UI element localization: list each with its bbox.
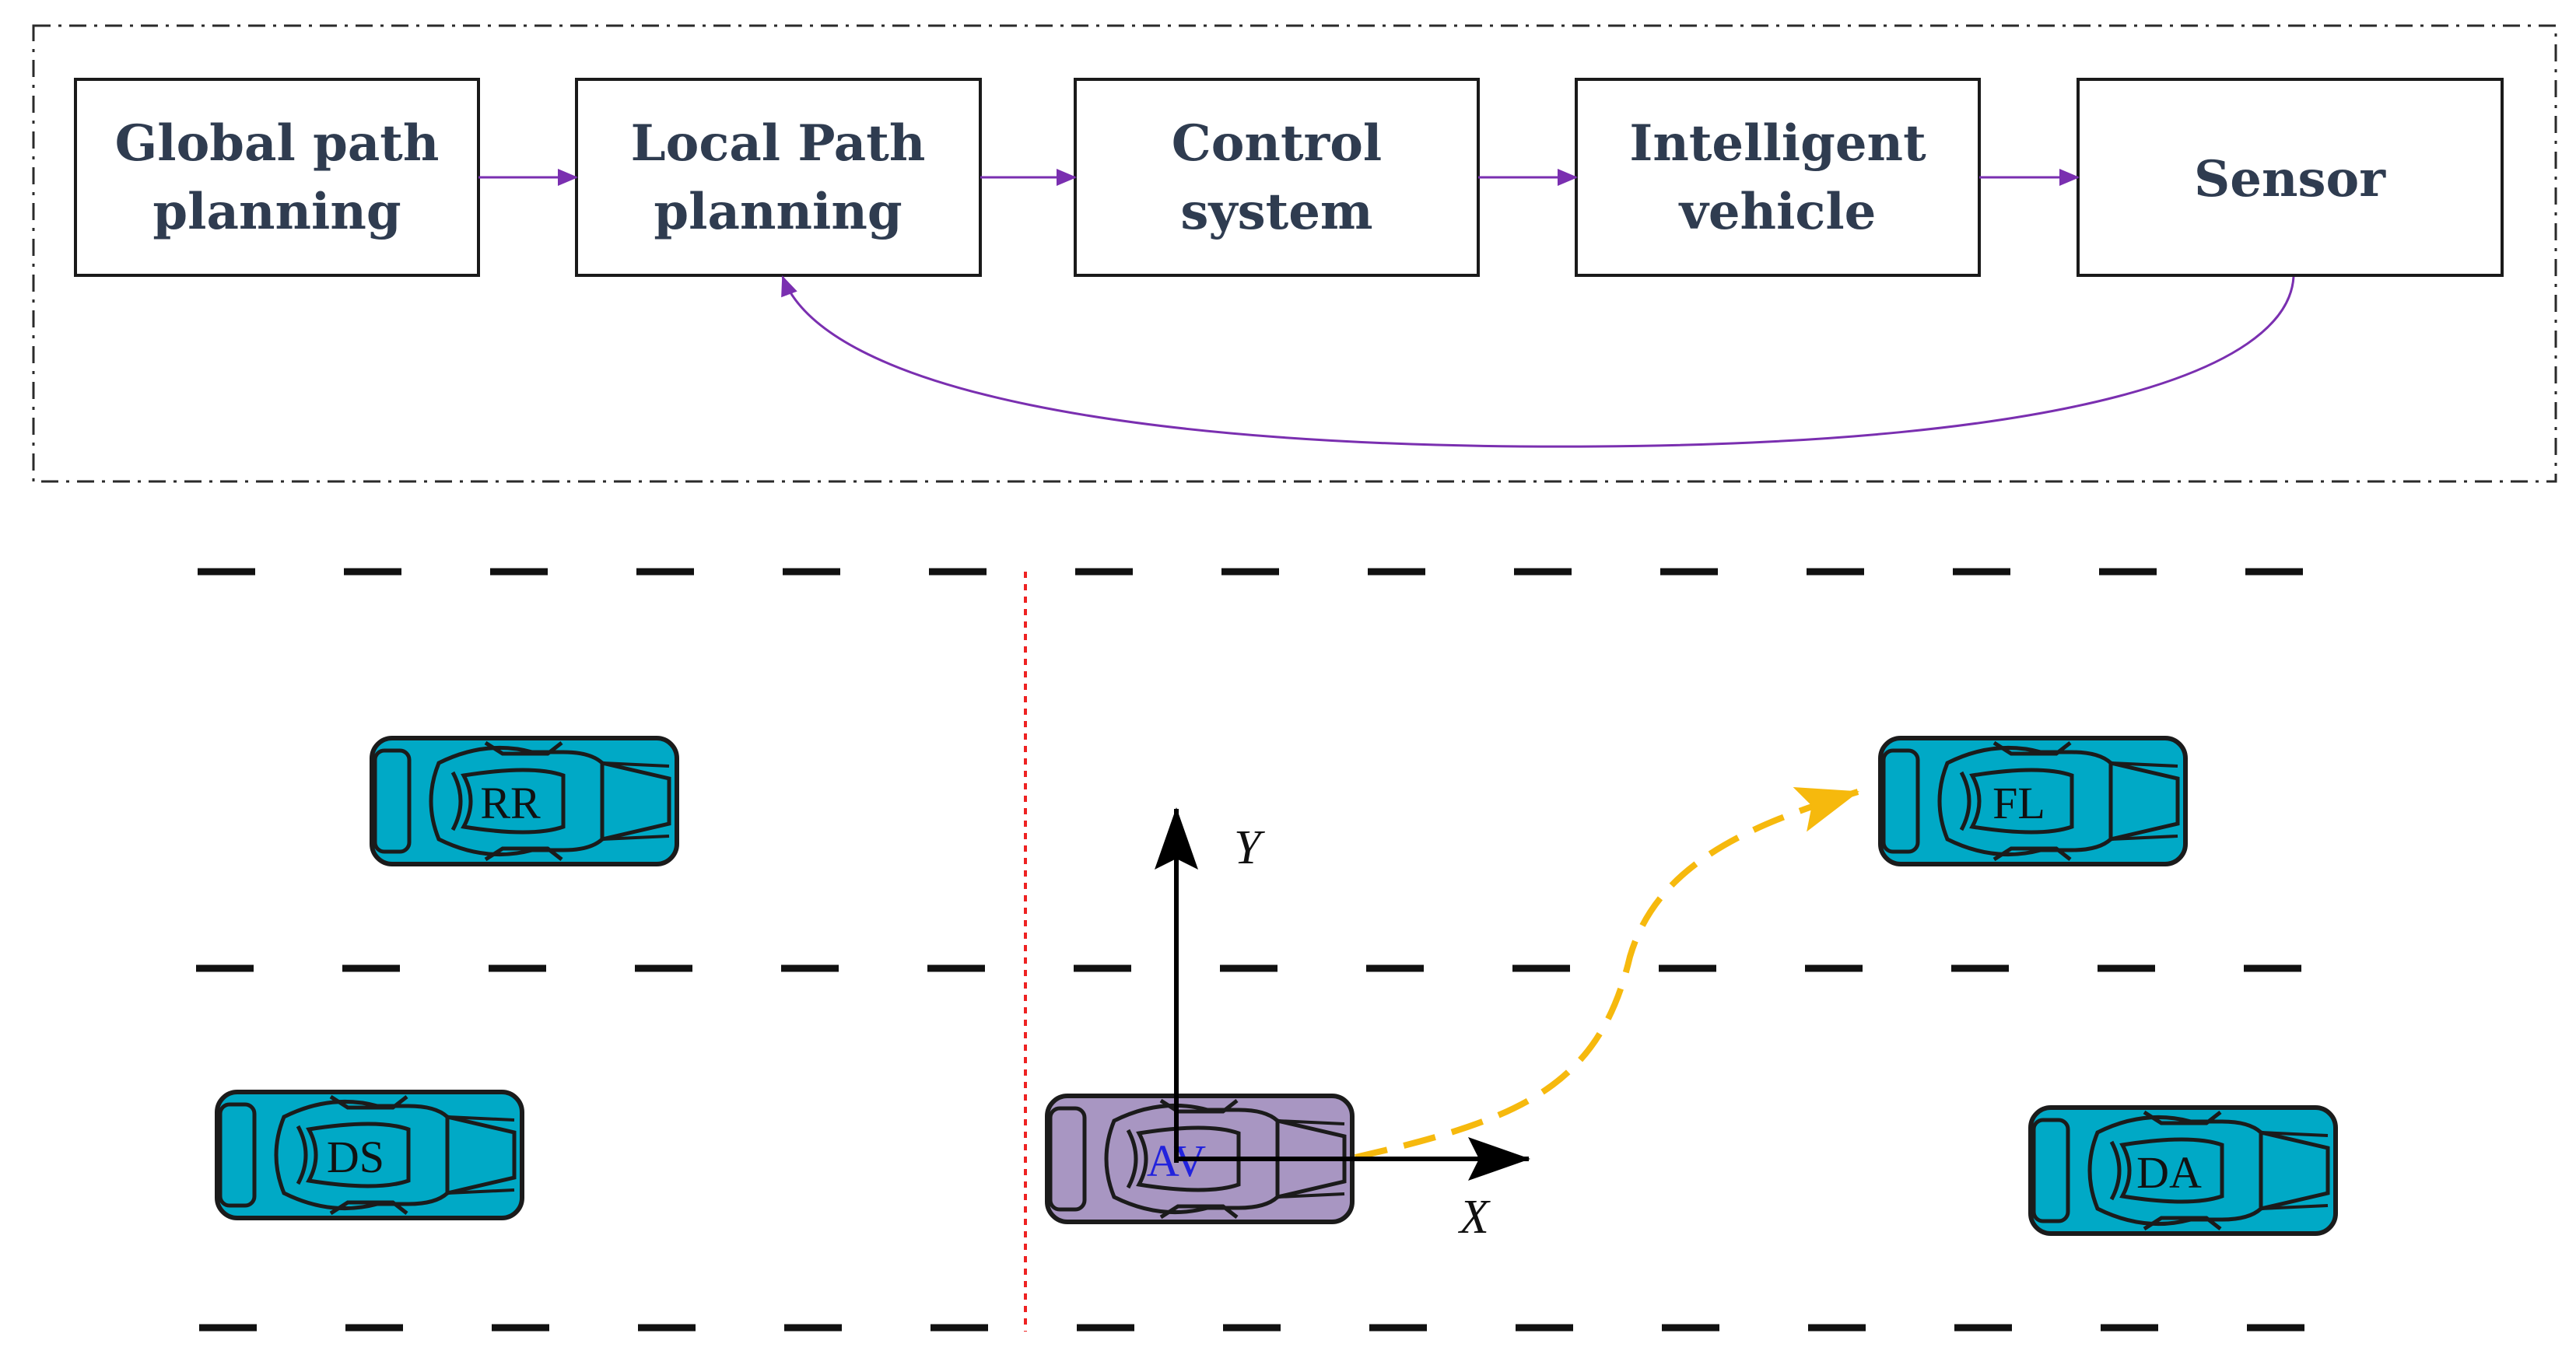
box-global-line-1: Global path [115,114,440,173]
box-control-line-2: system [1180,183,1372,241]
y-axis-label: Y [1234,821,1265,874]
vehicle-rr: RR [372,738,677,864]
vehicle-da: DA [2031,1108,2336,1234]
box-local-line-1: Local Path [631,114,926,173]
vehicle-fl: FL [1880,738,2185,864]
flow-boxes [74,78,2504,277]
box-local-path-planning [575,78,982,277]
box-local-line-2: planning [654,183,902,241]
flow-frame [32,24,2557,483]
box-control-line-1: Control [1172,114,1382,173]
lane-markings [196,568,2373,1332]
coordinate-axes [1155,807,1530,1181]
flow-arrows [478,169,2295,448]
box-global-path-planning [74,78,480,277]
box-vehicle-line-2: vehicle [1678,183,1877,241]
feedback-arrow-sensor-to-local [781,275,2295,448]
vehicle-ds: DS [217,1092,522,1218]
vehicle-label-fl: FL [1992,778,2045,828]
vehicle-label-rr: RR [480,778,541,828]
box-control-system [1074,78,1480,277]
vehicle-label-da: DA [2136,1147,2202,1198]
box-intelligent-vehicle [1575,78,1981,277]
planned-trajectory [1355,787,1859,1160]
x-axis-label: X [1457,1191,1491,1244]
box-global-line-2: planning [152,183,401,241]
box-sensor [2077,78,2504,277]
flow-box-labels: Global path planning Local Path planning… [115,114,2387,241]
vehicle-label-ds: DS [327,1132,384,1182]
box-vehicle-line-1: Intelligent [1629,114,1926,173]
box-sensor-line-1: Sensor [2194,150,2386,208]
